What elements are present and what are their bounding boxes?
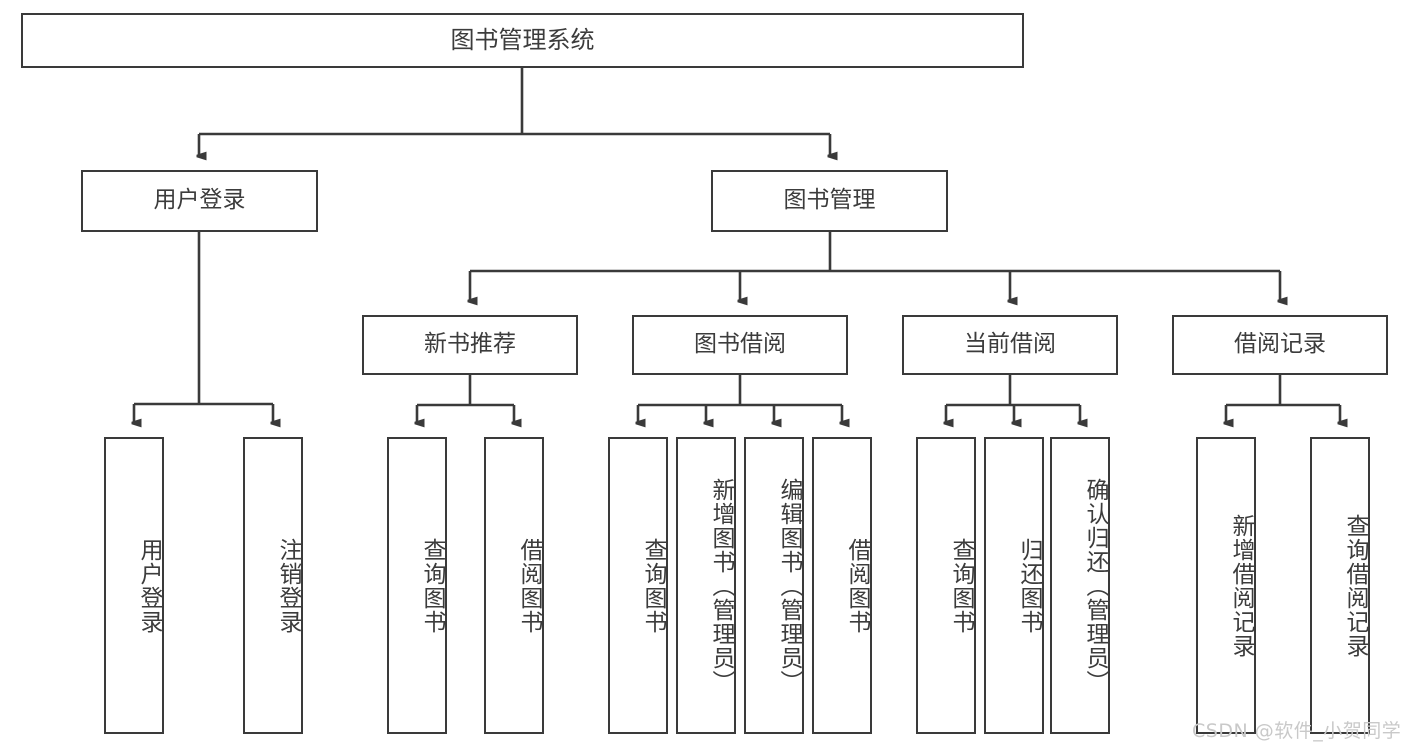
node-borrow-records[interactable]: 借阅记录 xyxy=(1172,315,1388,375)
node-root-system[interactable]: 图书管理系统 xyxy=(21,13,1024,68)
node-label: 确认归还（管理员） xyxy=(1082,477,1108,694)
node-label: 查询图书 xyxy=(640,537,666,634)
node-user-login[interactable]: 用户登录 xyxy=(81,170,318,232)
leaf-node[interactable]: 借阅图书 xyxy=(812,437,872,734)
leaf-node[interactable]: 用户登录 xyxy=(104,437,164,734)
node-label: 查询图书 xyxy=(948,537,974,634)
node-label: 新增图书（管理员） xyxy=(708,477,734,694)
leaf-node[interactable]: 确认归还（管理员） xyxy=(1050,437,1110,734)
leaf-node[interactable]: 查询借阅记录 xyxy=(1310,437,1370,734)
node-label: 归还图书 xyxy=(1016,537,1042,634)
leaf-node[interactable]: 新增借阅记录 xyxy=(1196,437,1256,734)
node-label: 查询图书 xyxy=(419,537,445,634)
node-label: 图书借阅 xyxy=(694,331,786,358)
node-new-book-recommend[interactable]: 新书推荐 xyxy=(362,315,578,375)
node-label: 新书推荐 xyxy=(424,331,516,358)
leaf-node[interactable]: 注销登录 xyxy=(243,437,303,734)
leaf-node[interactable]: 编辑图书（管理员） xyxy=(744,437,804,734)
node-label: 注销登录 xyxy=(275,537,301,634)
node-label: 查询借阅记录 xyxy=(1342,513,1368,658)
node-label: 借阅图书 xyxy=(516,537,542,634)
leaf-node[interactable]: 新增图书（管理员） xyxy=(676,437,736,734)
node-book-borrow[interactable]: 图书借阅 xyxy=(632,315,848,375)
node-label: 借阅图书 xyxy=(844,537,870,634)
leaf-node[interactable]: 查询图书 xyxy=(608,437,668,734)
node-book-management[interactable]: 图书管理 xyxy=(711,170,948,232)
node-current-borrow[interactable]: 当前借阅 xyxy=(902,315,1118,375)
leaf-node[interactable]: 查询图书 xyxy=(916,437,976,734)
node-label: 借阅记录 xyxy=(1234,331,1326,358)
node-label: 用户登录 xyxy=(136,537,162,634)
node-label: 用户登录 xyxy=(153,187,246,214)
leaf-node[interactable]: 借阅图书 xyxy=(484,437,544,734)
leaf-node[interactable]: 查询图书 xyxy=(387,437,447,734)
node-label: 新增借阅记录 xyxy=(1228,513,1254,658)
node-label: 图书管理 xyxy=(783,187,876,214)
node-label: 图书管理系统 xyxy=(450,26,595,55)
node-label: 编辑图书（管理员） xyxy=(776,477,802,694)
node-label: 当前借阅 xyxy=(964,331,1056,358)
leaf-node[interactable]: 归还图书 xyxy=(984,437,1044,734)
